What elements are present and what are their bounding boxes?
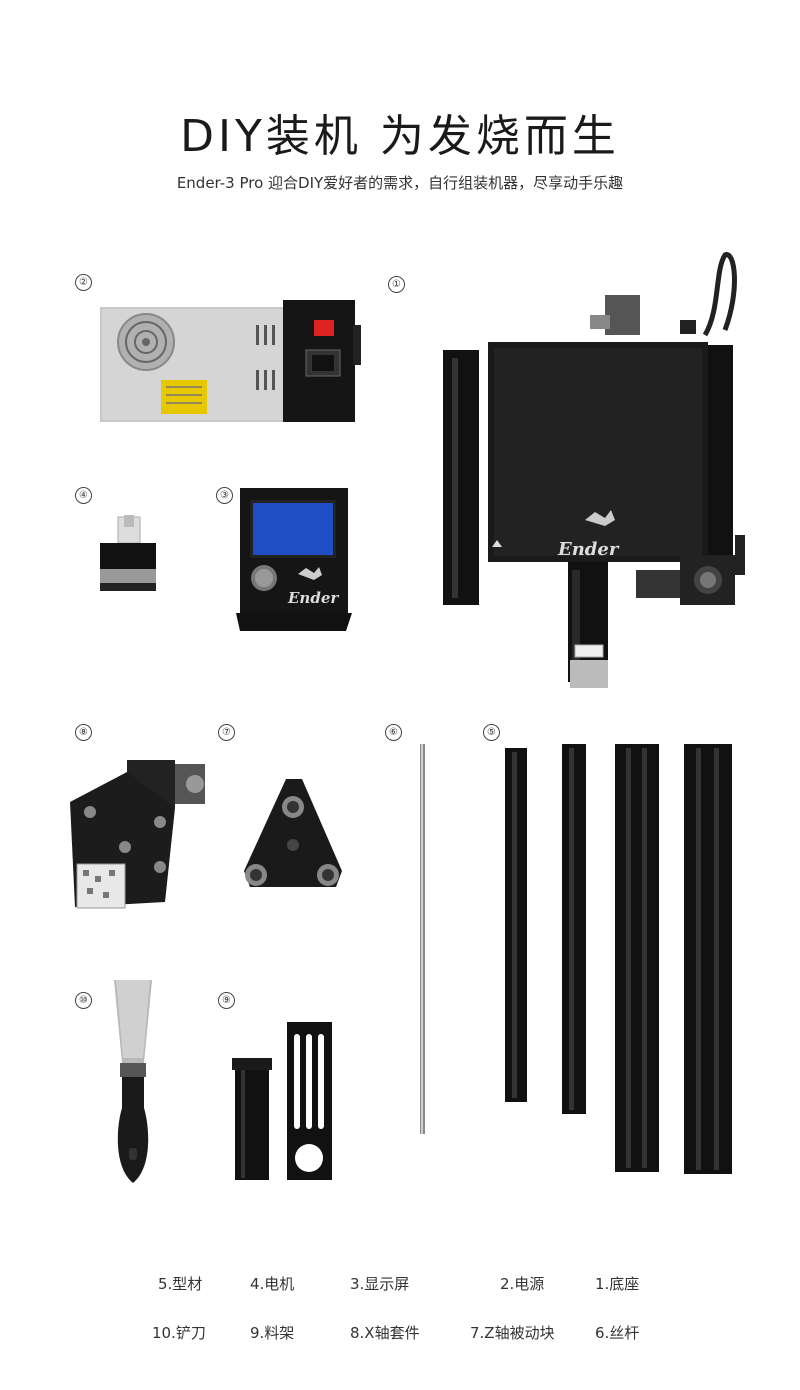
display-screen-image: Ender [236,488,352,631]
legend-item-10: 10.铲刀 [152,1324,206,1342]
page-title: DIY装机 为发烧而生 [180,111,620,162]
extrusion-profiles-image [505,744,732,1174]
marker-4: ④ [75,487,92,504]
screen-logo: Ender [287,589,339,607]
x-axis-kit-image [70,760,205,909]
marker-10: ⑩ [75,992,92,1009]
marker-6: ⑥ [385,724,402,741]
stepper-motor-image [100,515,156,591]
page-subtitle: Ender-3 Pro 迎合DIY爱好者的需求，自行组装机器，尽享动手乐趣 [176,174,624,192]
legend-item-7: 7.Z轴被动块 [470,1324,555,1342]
z-axis-passive-block-image [244,779,342,887]
marker-1: ① [388,276,405,293]
legend-item-8: 8.X轴套件 [350,1324,420,1342]
marker-2: ② [75,274,92,291]
marker-5: ⑤ [483,724,500,741]
legend-item-3: 3.显示屏 [350,1275,410,1293]
marker-8: ⑧ [75,724,92,741]
legend-item-5: 5.型材 [158,1275,203,1293]
spool-holder-image [232,1022,332,1180]
bed-logo: Ender [557,539,620,560]
printer-base-image: Ender [443,252,745,688]
marker-9: ⑨ [218,992,235,1009]
legend-item-2: 2.电源 [500,1275,545,1293]
marker-7: ⑦ [218,724,235,741]
legend-item-9: 9.料架 [250,1324,295,1342]
legend-item-6: 6.丝杆 [595,1324,640,1342]
legend-item-1: 1.底座 [595,1275,640,1293]
lead-screw-image [420,744,425,1134]
marker-3: ③ [216,487,233,504]
legend-item-4: 4.电机 [250,1275,295,1293]
power-supply-image [100,300,361,422]
scraper-image [114,980,152,1183]
